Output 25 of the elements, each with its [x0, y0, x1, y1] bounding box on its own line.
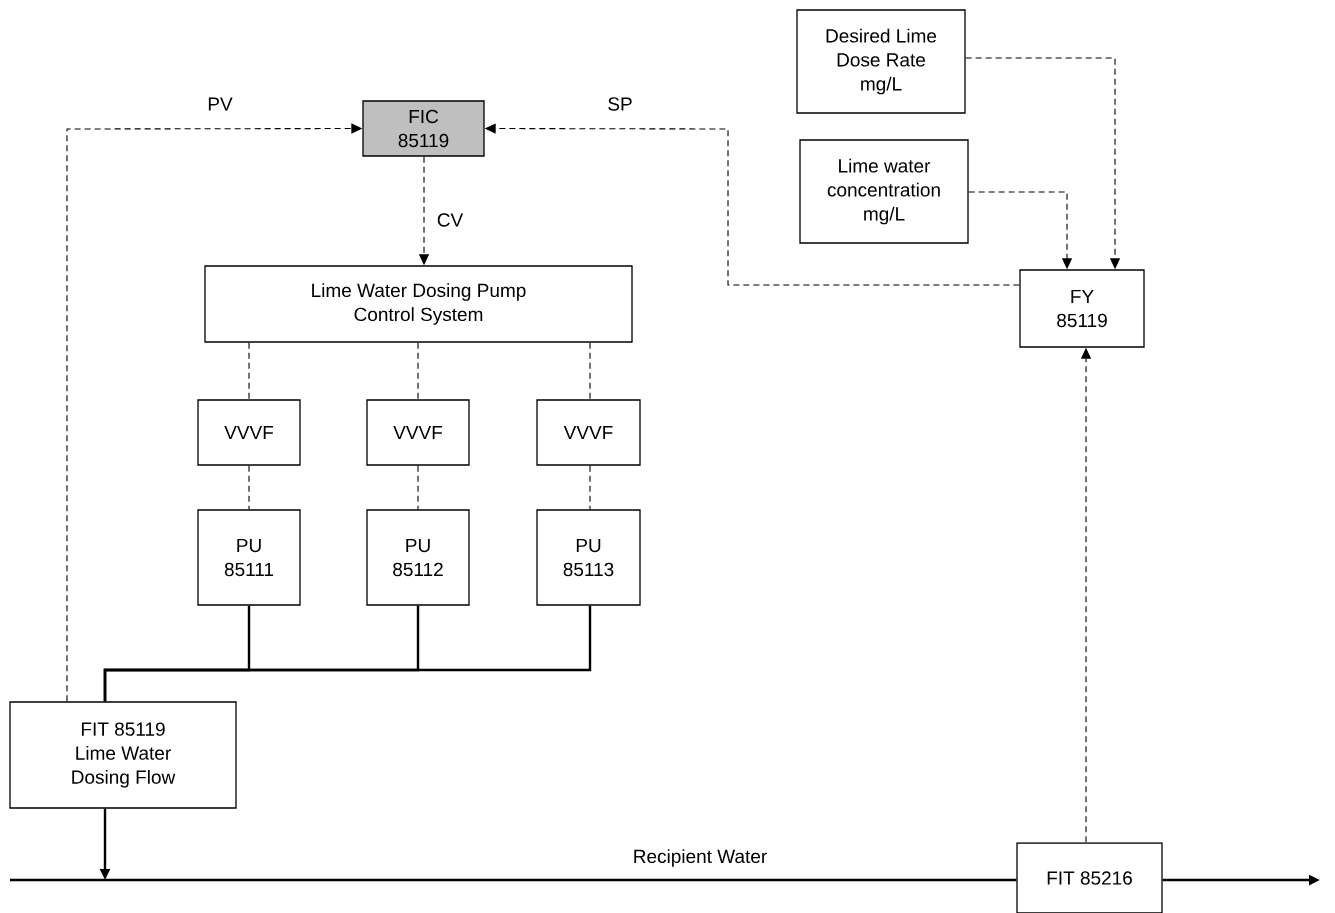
- input-box: Lime water concentration mg/L: [799, 139, 969, 244]
- edge-label: SP: [605, 95, 635, 113]
- controller-box: FIC 85119: [362, 100, 485, 157]
- drive-box: VVVF: [197, 399, 301, 466]
- input-box: Desired Lime Dose Rate mg/L: [796, 9, 966, 114]
- connector-line: [589, 465, 591, 510]
- pump-box: PU 85111: [197, 509, 301, 606]
- connector-line: [10, 878, 1017, 882]
- drive-box: VVVF: [536, 399, 641, 466]
- connector-line: [103, 605, 592, 702]
- connector-line: [589, 342, 591, 400]
- connector-line: [248, 465, 250, 510]
- edge-label: PV: [205, 95, 235, 113]
- connector-line: [417, 465, 419, 510]
- edge-label: CV: [434, 211, 466, 229]
- pump-box: PU 85112: [366, 509, 470, 606]
- control-system-box: Lime Water Dosing Pump Control System: [204, 265, 633, 343]
- drive-box: VVVF: [366, 399, 470, 466]
- connector-line: [248, 342, 250, 400]
- pump-box: PU 85113: [536, 509, 641, 606]
- transmitter-box: FIT 85119 Lime Water Dosing Flow: [9, 701, 237, 809]
- connector-line: [417, 342, 419, 400]
- function-box: FY 85119: [1019, 269, 1145, 348]
- edge-label: Recipient Water: [630, 847, 770, 869]
- transmitter-box: FIT 85216: [1016, 842, 1163, 913]
